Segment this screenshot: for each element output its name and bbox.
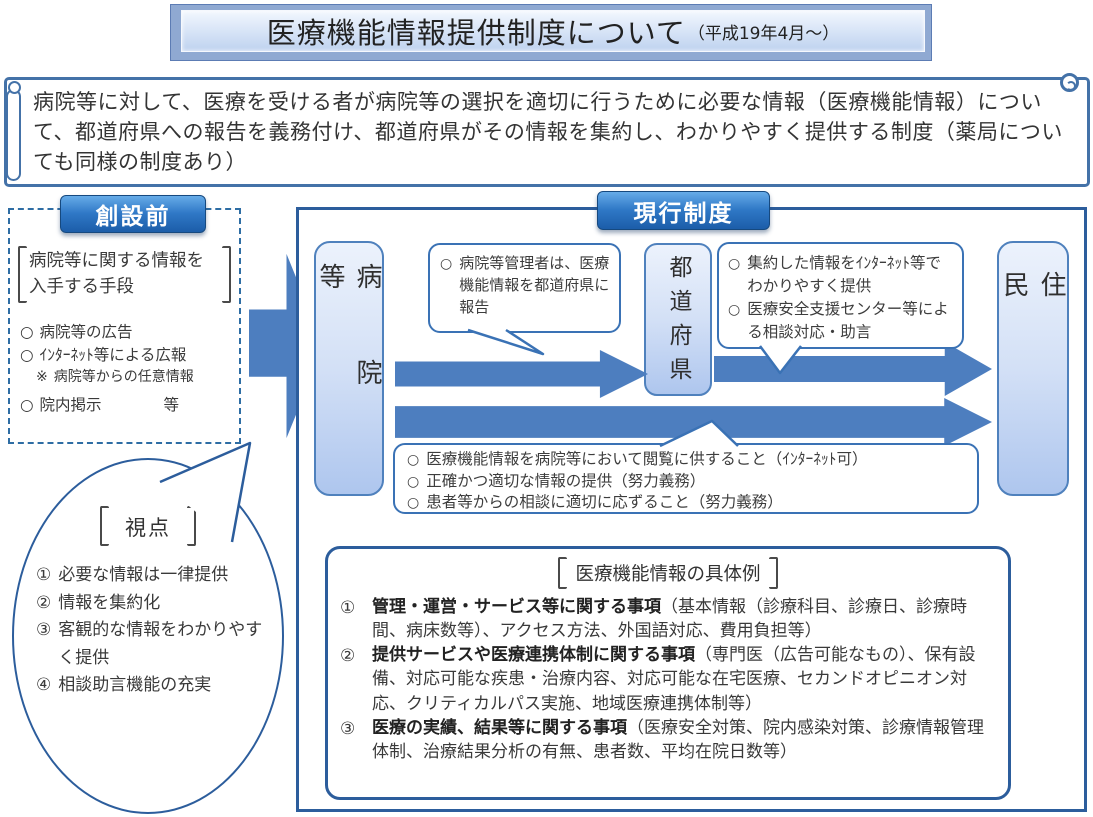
- list-item: ① 必要な情報は一律提供: [36, 562, 268, 590]
- list-item: ○ 患者等からの相談に適切に応ずること（努力義務）: [407, 492, 969, 514]
- examples-header: 医療機能情報の具体例: [328, 557, 1008, 589]
- circled-number-icon: ②: [36, 592, 52, 613]
- list-item: ② 提供サービスや医療連携体制に関する事項（専門医（広告可能なもの）、保有設備、…: [340, 643, 994, 715]
- list-item: ① 管理・運営・サービス等に関する事項（基本情報（診療科目、診療日、診療時間、病…: [340, 595, 994, 643]
- list-item: ○ 集約した情報をｲﾝﾀｰﾈｯﾄ等でわかりやすく提供: [728, 252, 956, 298]
- list-item: ④ 相談助言機能の充実: [36, 672, 268, 700]
- bracket-right: [187, 506, 196, 546]
- circle-bullet-icon: ○: [407, 452, 420, 468]
- before-section-header: 創設前: [60, 195, 206, 233]
- list-item: ○ ｲﾝﾀｰﾈｯﾄ等による広報: [20, 344, 233, 367]
- circle-bullet-icon: ○: [20, 396, 34, 414]
- list-item: ○ 正確かつ適切な情報の提供（努力義務）: [407, 471, 969, 493]
- scroll-roll-left: [6, 89, 21, 181]
- before-items-list: ○ 病院等の広告 ○ ｲﾝﾀｰﾈｯﾄ等による広報 ※ 病院等からの任意情報 ○ …: [20, 321, 233, 418]
- circled-number-icon: ①: [340, 598, 356, 618]
- list-item-note: ※ 病院等からの任意情報: [20, 367, 233, 388]
- circle-bullet-icon: ○: [407, 473, 420, 490]
- entity-prefecture: 都道府県: [644, 243, 712, 396]
- page-title-date: （平成19年4月～）: [687, 23, 840, 44]
- entity-hospital: 病院等: [314, 241, 384, 496]
- bracket-right: [222, 246, 231, 303]
- scroll-curl-top-right-icon: [1060, 73, 1079, 92]
- callout-duties: ○ 医療機能情報を病院等において閲覧に供すること（ｲﾝﾀｰﾈｯﾄ可） ○ 正確か…: [393, 443, 979, 514]
- circle-bullet-icon: ○: [20, 322, 34, 341]
- callout-report: ○ 病院等管理者は、医療機能情報を都道府県に報告: [428, 243, 621, 333]
- callout-provide: ○ 集約した情報をｲﾝﾀｰﾈｯﾄ等でわかりやすく提供 ○ 医療安全支援センター等…: [717, 242, 964, 349]
- bracket-left: [18, 246, 27, 303]
- list-item: ○ 院内掲示 等: [20, 394, 233, 417]
- list-item: ③ 客観的な情報をわかりやすく提供: [36, 617, 268, 672]
- before-section-box: 病院等に関する情報を入手する手段 ○ 病院等の広告 ○ ｲﾝﾀｰﾈｯﾄ等による広…: [8, 208, 241, 444]
- circled-number-icon: ②: [340, 646, 356, 667]
- bracket-left: [100, 506, 109, 546]
- entity-residents: 住民: [997, 241, 1069, 496]
- reference-mark-icon: ※: [36, 369, 48, 385]
- bracket-right: [768, 557, 778, 589]
- circle-bullet-icon: ○: [440, 256, 453, 272]
- title-banner: 医療機能情報提供制度について （平成19年4月～）: [170, 4, 932, 61]
- bracket-left: [558, 557, 568, 589]
- page-title: 医療機能情報提供制度について: [266, 16, 686, 50]
- circled-number-icon: ④: [36, 675, 52, 696]
- list-item: ○ 病院等の広告: [20, 321, 233, 344]
- list-item: ○ 医療機能情報を病院等において閲覧に供すること（ｲﾝﾀｰﾈｯﾄ可）: [407, 449, 969, 471]
- summary-scroll-banner: 病院等に対して、医療を受ける者が病院等の選択を適切に行うために必要な情報（医療機…: [4, 73, 1090, 187]
- circle-bullet-icon: ○: [407, 495, 420, 512]
- viewpoint-list: ① 必要な情報は一律提供 ② 情報を集約化 ③ 客観的な情報をわかりやすく提供 …: [36, 562, 268, 700]
- before-means-label: 病院等に関する情報を入手する手段: [18, 246, 231, 303]
- current-section-header: 現行制度: [597, 191, 770, 230]
- viewpoint-bubble: 視点 ① 必要な情報は一律提供 ② 情報を集約化 ③ 客観的な情報をわかりやすく…: [12, 458, 284, 814]
- list-item: ○ 医療安全支援センター等による相談対応・助言: [728, 298, 956, 344]
- title-banner-inner: 医療機能情報提供制度について （平成19年4月～）: [181, 10, 925, 52]
- examples-box: 医療機能情報の具体例 ① 管理・運営・サービス等に関する事項（基本情報（診療科目…: [325, 546, 1011, 800]
- examples-list: ① 管理・運営・サービス等に関する事項（基本情報（診療科目、診療日、診療時間、病…: [328, 589, 1008, 764]
- circle-bullet-icon: ○: [20, 345, 34, 364]
- summary-text: 病院等に対して、医療を受ける者が病院等の選択を適切に行うために必要な情報（医療機…: [33, 90, 1063, 175]
- circled-number-icon: ③: [340, 718, 356, 739]
- circled-number-icon: ①: [36, 565, 52, 585]
- viewpoint-header: 視点: [14, 506, 282, 546]
- list-item: ③ 医療の実績、結果等に関する事項（医療安全対策、院内感染対策、診療情報管理体制…: [340, 716, 994, 764]
- list-item: ② 情報を集約化: [36, 590, 268, 618]
- circle-bullet-icon: ○: [728, 256, 741, 272]
- circled-number-icon: ③: [36, 620, 52, 641]
- circle-bullet-icon: ○: [728, 301, 741, 318]
- scroll-curl-top-left-icon: [8, 81, 21, 94]
